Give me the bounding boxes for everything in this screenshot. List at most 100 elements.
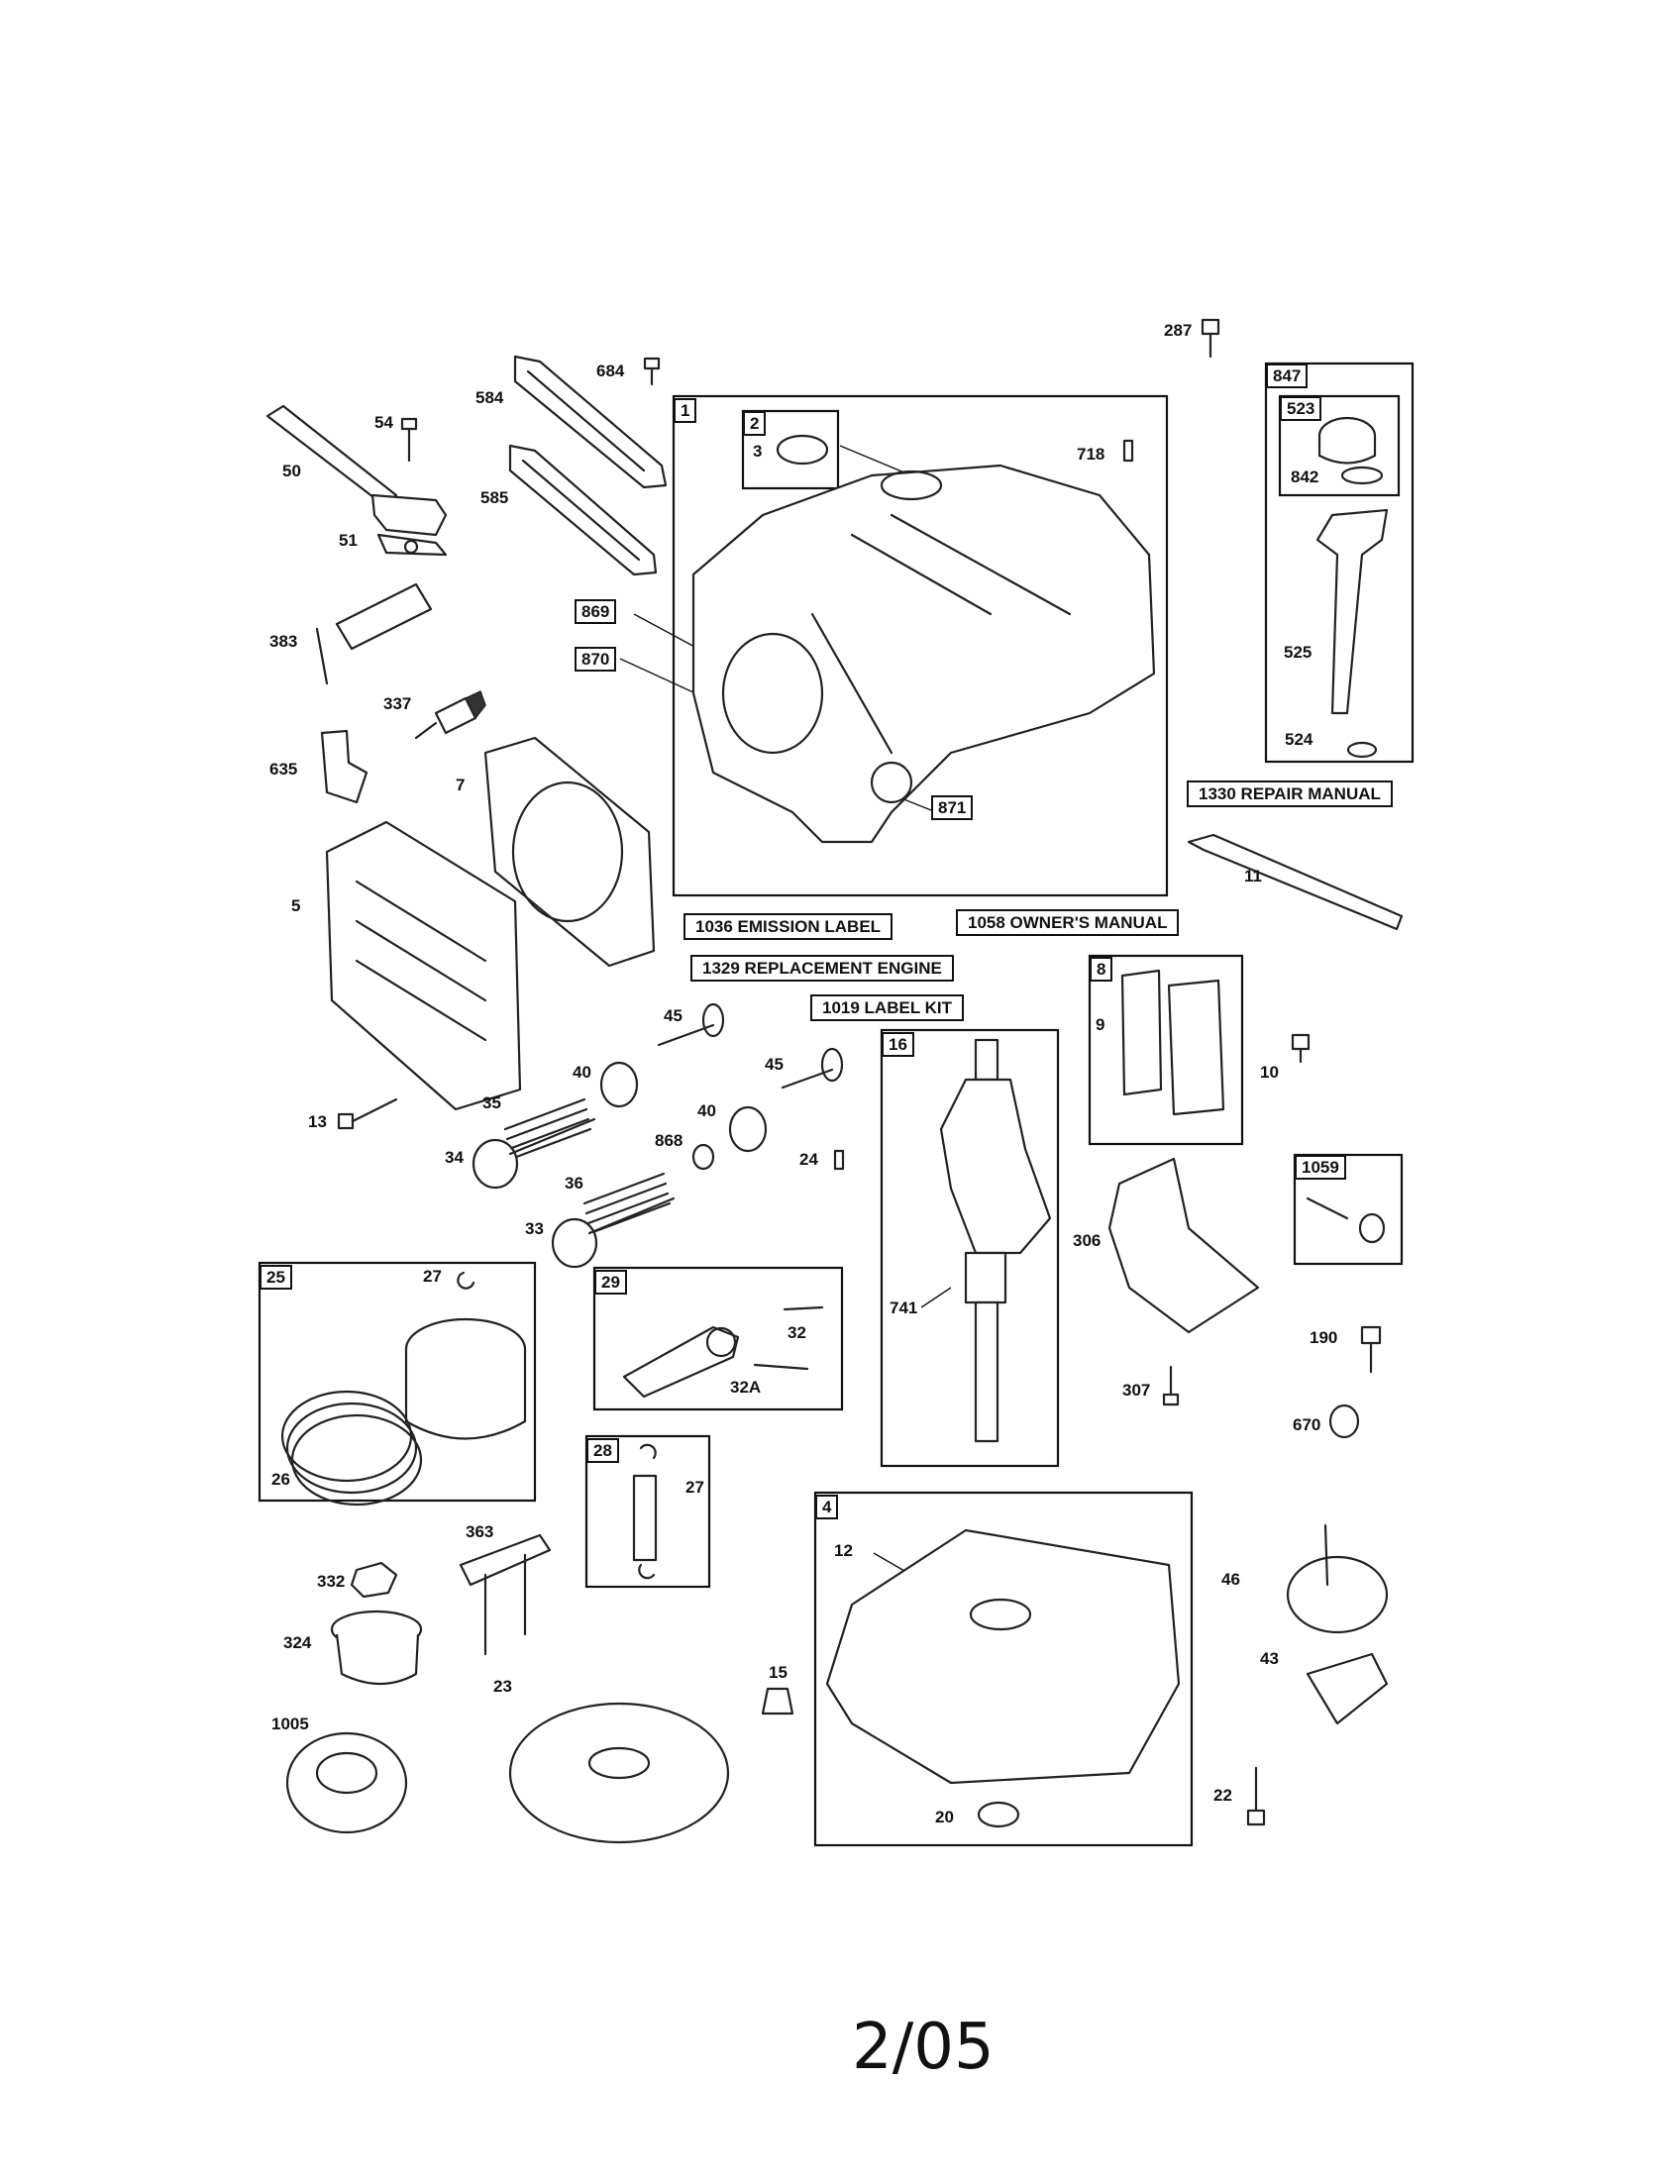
callout-868: 868 [655,1131,683,1150]
callout-287: 287 [1164,321,1193,340]
boxed-4: 4 [815,1495,839,1519]
boxed-847: 847 [1266,364,1309,388]
callout-34: 34 [445,1148,464,1167]
boxed-869: 869 [575,599,617,624]
callout-9: 9 [1096,1015,1105,1034]
note-replacement-engine: 1329 REPLACEMENT ENGINE [690,955,954,982]
clip-27b-top [639,1443,657,1460]
callout-51: 51 [339,531,358,550]
callout-741: 741 [890,1299,918,1317]
piston-pin-28 [632,1474,658,1562]
valve-33 [551,1196,676,1269]
plug-190 [1360,1325,1382,1374]
callout-24: 24 [799,1150,818,1169]
bolt-54 [400,417,418,463]
bolt-684 [643,357,661,386]
spark-plug-337 [414,689,486,740]
frame-25 [258,1261,537,1503]
retainer-40b [728,1105,768,1153]
seal-3 [776,434,829,466]
callout-50: 50 [282,462,301,480]
callout-12: 12 [834,1541,853,1560]
governor-crank-43 [1306,1652,1389,1725]
shield-306 [1107,1157,1260,1334]
fan-1005 [285,1731,408,1834]
bolt-22 [1246,1766,1266,1826]
clip-27a [457,1271,475,1290]
callout-670: 670 [1293,1415,1321,1434]
callout-23: 23 [493,1677,512,1696]
valve-seal-868 [691,1143,715,1171]
boxed-523: 523 [1280,396,1322,421]
governor-gear-46 [1286,1523,1389,1634]
tappet-45a [657,1002,725,1047]
seal-20 [977,1801,1020,1828]
spark-plug-boot-635 [320,729,368,804]
callout-190: 190 [1310,1328,1338,1347]
bushing-670 [1328,1404,1360,1439]
oil-fill-cap-523 [1317,416,1377,465]
breather-tube-50 [265,404,448,537]
callout-718: 718 [1077,445,1105,464]
o-ring-524 [1346,741,1378,759]
bolt-32a [753,1363,809,1371]
boxed-16: 16 [882,1032,914,1057]
crankshaft-16 [939,1038,1052,1443]
callout-7: 7 [456,776,466,794]
callout-5: 5 [291,896,301,915]
boxed-25: 25 [260,1265,292,1290]
note-owners-manual: 1058 OWNER'S MANUAL [956,909,1180,936]
boxed-1: 1 [674,398,697,423]
starter-cup-324 [330,1610,423,1686]
callout-584: 584 [475,388,504,407]
leader-3 [839,445,912,476]
callout-32: 32 [788,1323,806,1342]
bolt-1059 [1306,1196,1386,1244]
callout-45a: 45 [664,1006,682,1025]
frame-16 [880,1028,1060,1468]
head-bolt-13 [337,1097,398,1130]
boxed-29: 29 [594,1270,627,1295]
callout-26: 26 [271,1470,290,1489]
connecting-rod-29 [622,1325,740,1399]
callout-307: 307 [1122,1381,1151,1400]
frame-8 [1088,954,1244,1146]
frame-1 [672,394,1169,897]
callout-27a: 27 [423,1267,442,1286]
note-emission-label: 1036 EMISSION LABEL [683,913,893,940]
screw-10 [1291,1033,1311,1064]
boxed-870: 870 [575,647,617,672]
note-label-kit: 1019 LABEL KIT [810,994,965,1021]
pin-718 [1122,439,1134,463]
callout-46: 46 [1221,1570,1240,1589]
callout-524: 524 [1285,730,1313,749]
bolt-287 [1201,318,1220,359]
piston-rings-26 [280,1390,423,1507]
frame-2 [741,409,840,490]
pin-24 [833,1149,845,1171]
bracket-363 [459,1533,552,1656]
callout-306: 306 [1073,1231,1102,1250]
callout-22: 22 [1213,1786,1232,1805]
callout-35: 35 [482,1093,501,1112]
breather-cover-8 [1167,979,1225,1116]
frame-1059 [1293,1153,1404,1266]
gasket-585 [508,444,658,576]
callout-10: 10 [1260,1063,1279,1082]
screw-307 [1162,1365,1180,1406]
callout-684: 684 [596,362,625,380]
page-date: 2/05 [852,2011,995,2084]
bolt-32 [783,1305,824,1311]
frame-28 [584,1434,711,1589]
frame-523 [1278,394,1401,497]
callout-11: 11 [1244,867,1262,885]
callout-32a: 32A [730,1378,762,1397]
flywheel-23 [508,1702,730,1844]
valve-spring-36 [582,1172,672,1235]
callout-324: 324 [283,1633,312,1652]
frame-29 [592,1266,844,1411]
callout-842: 842 [1291,468,1319,486]
callout-54: 54 [374,413,393,432]
callout-332: 332 [317,1572,346,1591]
callout-635: 635 [269,760,298,779]
